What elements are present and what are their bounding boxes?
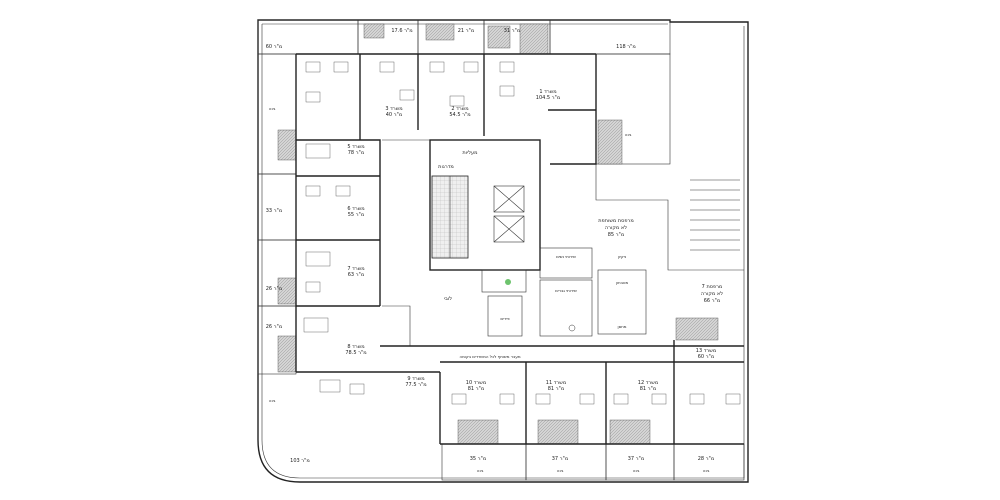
shafts-label: פירים: [500, 316, 510, 321]
cleaning-label: ניקיון: [618, 254, 627, 259]
stairs-label: מדרגות: [438, 164, 454, 170]
office-walls: [295, 53, 744, 445]
lobby-label: לובי: [444, 296, 452, 302]
terrace-35-label: מ"ר 35: [470, 456, 486, 462]
terrace-word-3: גינה: [269, 398, 276, 403]
terrace-103-label: מ"ר 103: [290, 458, 310, 464]
storage-label: מחסן: [617, 324, 626, 329]
terrace-60-label: מ"ר 60: [266, 44, 282, 50]
wc-men-label: שירותי גברים: [555, 288, 577, 293]
terrace-21-label: מ"ר 21: [458, 28, 474, 34]
terrace-28-label: מ"ר 28: [698, 456, 714, 462]
core: [429, 139, 647, 337]
corridor: [380, 139, 744, 347]
terrace-17-6-label: מ"ר 17.6: [391, 28, 412, 34]
core-labels: מעליות מדרגות לובי פירים: [438, 150, 510, 321]
terrace-word-1: גינה: [269, 106, 276, 111]
building-outline: [257, 19, 749, 483]
planters: [277, 23, 719, 445]
terrace-word-5: גינה: [557, 468, 564, 473]
terrace-word-2: גינה: [625, 132, 632, 137]
service-labels: שירותי נשים שירותי גברים מטבחון מחסן ניק…: [459, 254, 628, 359]
terrace-118-label: מ"ר 118: [616, 44, 636, 50]
furniture: [303, 61, 741, 405]
terrace-word-4: גינה: [477, 468, 484, 473]
terrace-bands: [257, 19, 745, 481]
corridor-note: מעבר משותף לכל המשרדים בקומה: [459, 354, 520, 359]
terrace-37a-label: מ"ר 37: [552, 456, 568, 462]
terrace-word-6: גינה: [633, 468, 640, 473]
terrace-26b-label: מ"ר 26: [266, 324, 282, 330]
terrace-word-7: גינה: [703, 468, 710, 473]
terrace-37b-label: מ"ר 37: [628, 456, 644, 462]
wc-women-label: שירותי נשים: [556, 254, 576, 259]
elevators-label: מעליות: [462, 150, 477, 156]
terrace-26a-label: מ"ר 26: [266, 286, 282, 292]
terrace-33-label: מ"ר 33: [266, 208, 282, 214]
kitchen-label: מטבחון: [616, 280, 629, 285]
stepped-terrace: [595, 164, 744, 271]
terrace-31-label: מ"ר 31: [504, 28, 520, 34]
terrace-labels: מ"ר 60 מ"ר 17.6 מ"ר 21 מ"ר 31 מ"ר 118 מ"…: [266, 28, 714, 473]
